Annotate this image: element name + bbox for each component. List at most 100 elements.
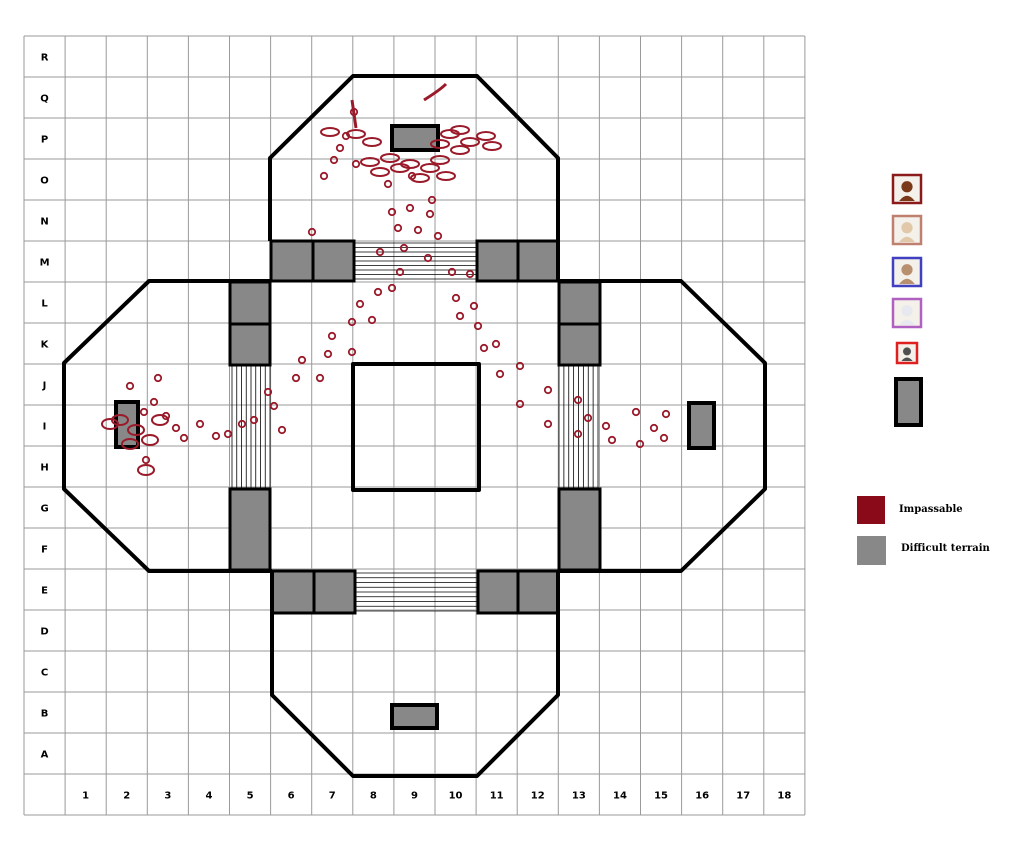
difficult-terrain-n-left-2[interactable] — [311, 239, 356, 283]
difficult-terrain-e-top-2[interactable] — [557, 322, 602, 367]
difficult-terrain-e-bottom[interactable] — [557, 487, 602, 572]
altar-south[interactable] — [390, 703, 439, 730]
blood-splatter — [101, 82, 671, 476]
wall-south-wing — [270, 571, 560, 778]
blood-drop — [447, 267, 457, 277]
blood-pool — [430, 155, 450, 165]
blood-drop — [399, 243, 409, 253]
row-label-F: F — [41, 545, 48, 556]
difficult-terrain-w-top-1[interactable] — [228, 280, 272, 326]
col-label-13: 13 — [572, 791, 586, 802]
row-label-E: E — [41, 586, 48, 597]
blood-drop — [473, 321, 483, 331]
token-4[interactable] — [891, 297, 923, 329]
blood-drop — [335, 143, 345, 153]
difficult-terrain-s-right-2[interactable] — [516, 569, 560, 615]
blood-drop — [315, 373, 325, 383]
legend-impassable-swatch — [857, 496, 885, 524]
blood-drop — [329, 155, 339, 165]
blood-pool — [360, 157, 380, 167]
blood-drop — [515, 361, 525, 371]
blood-pool — [121, 438, 139, 450]
difficult-terrain-e-top-1[interactable] — [557, 280, 602, 326]
stairs-south — [355, 572, 478, 612]
wall-north-wing — [268, 74, 560, 281]
row-label-H: H — [40, 463, 48, 474]
blood-drop — [601, 421, 611, 431]
col-label-9: 9 — [411, 791, 418, 802]
blood-drop — [141, 455, 151, 465]
legend-difficult-label: Difficult terrain — [901, 543, 991, 554]
blood-drop — [237, 419, 247, 429]
row-label-M: M — [40, 258, 50, 269]
row-label-J: J — [42, 381, 47, 392]
col-label-14: 14 — [613, 791, 627, 802]
row-label-B: B — [41, 709, 49, 720]
difficult-terrain-n-right-2[interactable] — [516, 239, 560, 283]
difficult-terrain[interactable] — [228, 239, 602, 615]
row-label-R: R — [41, 53, 49, 64]
blood-pool — [370, 167, 390, 177]
blood-drop — [427, 195, 437, 205]
legend: Impassable Difficult terrain — [857, 496, 991, 565]
difficult-terrain-s-left-2[interactable] — [312, 569, 357, 615]
row-label-O: O — [40, 176, 49, 187]
row-label-A: A — [41, 750, 49, 761]
altar-east[interactable] — [687, 401, 716, 450]
blood-pool — [101, 418, 119, 430]
blood-drop — [347, 317, 357, 327]
blood-pool — [137, 464, 155, 476]
token-2[interactable] — [891, 214, 923, 246]
difficult-terrain-s-left-1[interactable] — [270, 569, 316, 615]
blood-drop — [355, 299, 365, 309]
stairs-north — [354, 242, 477, 280]
blood-pool — [362, 137, 382, 147]
blood-drop — [465, 269, 475, 279]
central-pillar — [351, 362, 481, 492]
difficult-terrain-w-bottom[interactable] — [228, 487, 272, 572]
blood-pool — [346, 129, 366, 139]
blood-drop — [451, 293, 461, 303]
difficult-terrain-n-right-1[interactable] — [475, 239, 520, 283]
col-label-2: 2 — [123, 791, 130, 802]
blood-drop — [291, 373, 301, 383]
token-5[interactable] — [895, 341, 919, 365]
blood-drop — [425, 209, 435, 219]
token-tray[interactable] — [891, 173, 923, 365]
blood-drop — [479, 343, 489, 353]
stairs — [231, 242, 599, 612]
spare-altar-token[interactable] — [894, 377, 923, 427]
blood-drop — [383, 179, 393, 189]
col-label-12: 12 — [531, 791, 545, 802]
col-label-8: 8 — [370, 791, 377, 802]
blood-drop — [515, 399, 525, 409]
altar-north[interactable] — [390, 124, 440, 152]
token-1[interactable] — [891, 173, 923, 205]
difficult-terrain-s-right-1[interactable] — [476, 569, 520, 615]
blood-pool — [436, 171, 456, 181]
row-label-D: D — [40, 627, 48, 638]
blood-drop — [543, 419, 553, 429]
stairs-east — [558, 365, 599, 489]
blood-drop — [423, 253, 433, 263]
blood-drop — [297, 355, 307, 365]
blood-pool — [410, 173, 430, 183]
blood-drop — [649, 423, 659, 433]
blood-pool — [151, 414, 169, 426]
wall-west-wing — [62, 279, 272, 573]
token-3[interactable] — [891, 256, 923, 288]
blood-drop — [543, 385, 553, 395]
difficult-terrain-w-top-2[interactable] — [228, 322, 272, 367]
walls — [62, 74, 767, 778]
blood-drop — [393, 223, 403, 233]
blood-drop — [153, 373, 163, 383]
blood-drop — [635, 439, 645, 449]
blood-drop — [263, 387, 273, 397]
blood-pool — [127, 424, 145, 436]
blood-drop — [659, 433, 669, 443]
altars[interactable] — [114, 124, 716, 730]
difficult-terrain-n-left-1[interactable] — [269, 239, 315, 283]
